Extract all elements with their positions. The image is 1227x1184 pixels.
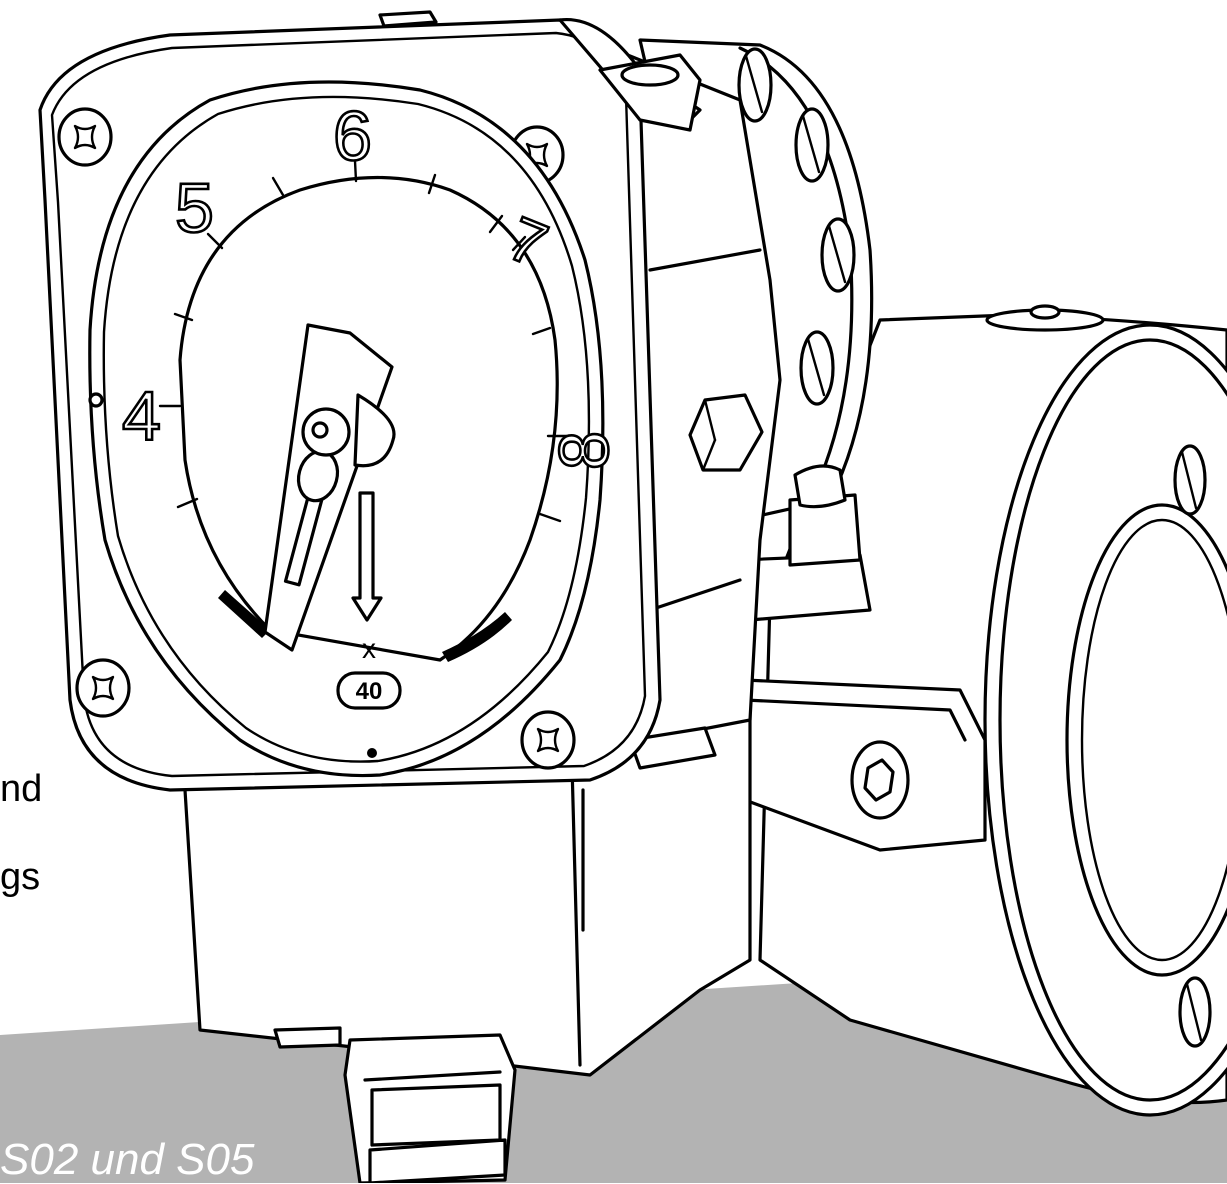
caption-text: S02 und S05 <box>0 1135 255 1184</box>
rear-screw-3 <box>820 217 856 293</box>
cable-gland <box>273 1026 517 1183</box>
side-text-line1: nd <box>0 768 43 810</box>
mounting-bracket <box>738 464 987 852</box>
scale-label-4: 4 <box>122 377 161 455</box>
dial-face: 4 5 6 7 8 x 40 <box>88 96 624 758</box>
side-text-line2: gs <box>0 856 41 898</box>
rear-screw-1 <box>737 47 773 123</box>
scale-label-8: 8 <box>545 431 623 470</box>
bezel-screw-br <box>520 710 576 770</box>
scale-label-5: 5 <box>175 169 214 247</box>
bezel-screw-tl <box>57 107 113 167</box>
gauge-pointer <box>263 323 396 652</box>
rear-screw-4 <box>799 330 835 406</box>
hex-plug <box>688 393 764 472</box>
range-badge-value: 40 <box>356 678 383 705</box>
bezel-screw-bl <box>75 658 131 718</box>
direction-arrow <box>351 491 383 622</box>
zero-dot <box>367 748 377 758</box>
flange-screw-bottom <box>1178 976 1212 1048</box>
pipe-flange <box>758 304 1227 1117</box>
rear-screw-2 <box>794 107 830 183</box>
bracket-bolt <box>850 740 910 820</box>
scale-label-6: 6 <box>333 97 372 175</box>
arrow-label: x <box>362 633 376 664</box>
flange-screw-top <box>1173 444 1207 516</box>
range-badge: 40 <box>336 671 402 710</box>
scale-ticks <box>158 159 569 523</box>
